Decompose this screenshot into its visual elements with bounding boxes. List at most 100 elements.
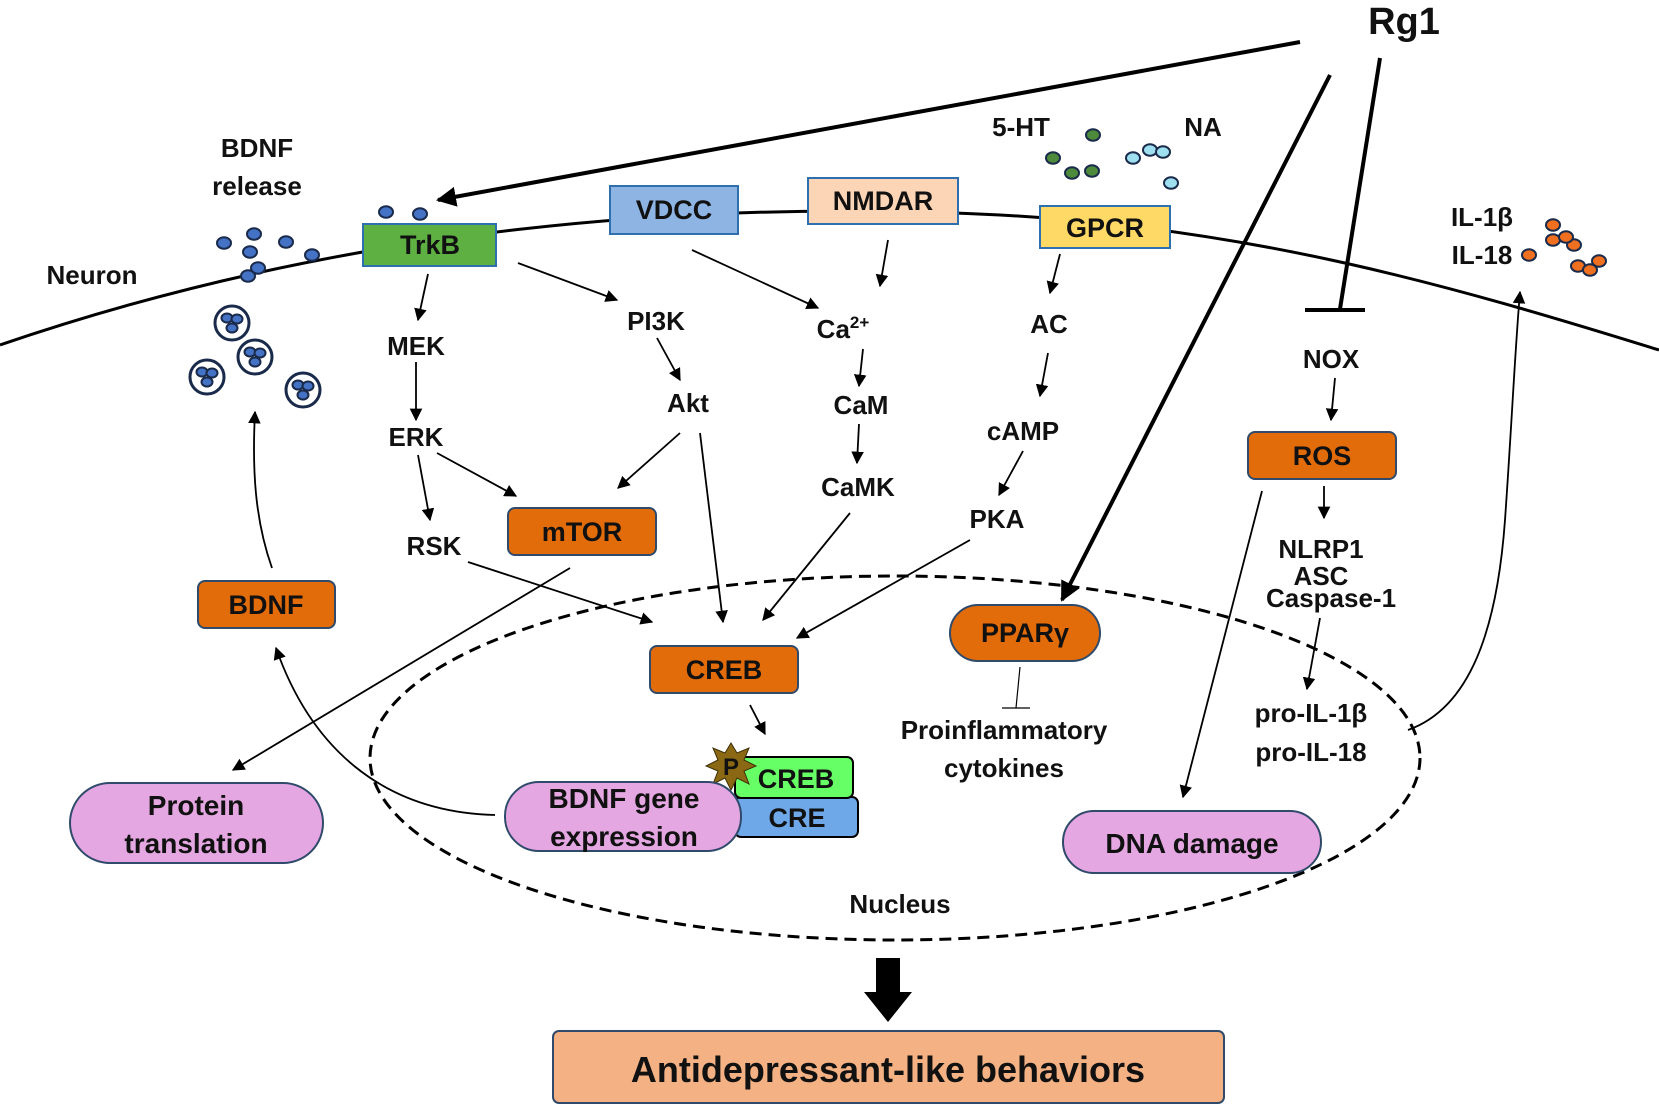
edge-vdcc-ca — [691, 249, 820, 309]
bdnf-vesicle-content-dot — [248, 356, 262, 368]
5ht-dot — [1085, 128, 1101, 142]
camk-label: CaMK — [821, 472, 895, 502]
il18-label: IL-18 — [1452, 240, 1513, 270]
na-label: NA — [1184, 112, 1222, 142]
ca-superscript: 2+ — [850, 313, 869, 332]
edge-rg1-trkb — [436, 40, 1301, 207]
pka-label: PKA — [970, 504, 1025, 534]
bdnf-vesicle-content-dot — [230, 313, 244, 325]
bdnf-released-dot — [250, 261, 266, 275]
edge-nox-ros — [1325, 377, 1339, 422]
bdnf-gene-expression-pill — [504, 781, 742, 852]
edge-trkb-mek — [414, 273, 429, 322]
edge-camk-creb — [762, 512, 851, 621]
mek-label: MEK — [387, 331, 445, 361]
ac-label: AC — [1030, 309, 1068, 339]
edge-bdnf-vesicles — [248, 410, 273, 569]
dna-damage-pill — [1062, 810, 1322, 874]
erk-label: ERK — [389, 422, 444, 452]
edge-rg1-nox-inhibit — [1338, 57, 1382, 310]
il-dot — [1545, 218, 1561, 232]
edge-camp-pka — [998, 450, 1024, 497]
vdcc-label: VDCC — [636, 195, 713, 225]
edge-ca-cam — [853, 348, 867, 388]
proinflammatory-label-2: cytokines — [944, 753, 1064, 783]
edge-pi3k-akt — [656, 337, 681, 382]
edge-gpcr-ac — [1046, 253, 1061, 295]
pi3k-label: PI3K — [627, 306, 685, 336]
na-dot — [1142, 143, 1158, 157]
phospho-label: P — [723, 754, 739, 781]
creb-box — [649, 645, 799, 694]
protein-translation-pill — [69, 782, 324, 864]
protein-translation-label-2: translation — [124, 828, 267, 859]
creb-bound-label: CREB — [758, 764, 835, 794]
bdnf-vesicle-content-dot — [301, 380, 315, 392]
5ht-dot — [1084, 164, 1100, 178]
nmdar-label: NMDAR — [833, 186, 934, 216]
il-dot — [1558, 230, 1574, 244]
edge-ppary-proinflammatory-inhibit — [1015, 666, 1021, 709]
bdnf-gene-label-1: BDNF gene — [549, 783, 700, 814]
bdnf-released-dot — [278, 235, 294, 249]
akt-label: Akt — [667, 388, 709, 418]
bdnf-release-label-1: BDNF — [221, 133, 293, 163]
edge-akt-mtor — [617, 432, 681, 489]
camp-label: cAMP — [987, 416, 1059, 446]
bdnf-vesicle-content-dot — [296, 389, 310, 401]
rsk-label: RSK — [407, 531, 462, 561]
edge-caspase-pro-il — [1302, 617, 1321, 691]
nucleus-to-outcome-arrow — [864, 958, 912, 1022]
cam-label: CaM — [834, 390, 889, 420]
molecule-dots — [188, 128, 1607, 409]
trkb-box — [362, 223, 497, 267]
ros-label: ROS — [1293, 441, 1352, 471]
ca-label: Ca2+ — [817, 313, 870, 344]
asc-label: ASC — [1294, 561, 1349, 591]
nucleus-label: Nucleus — [849, 889, 950, 919]
edge-creb-crecomplex — [749, 704, 766, 736]
mtor-box — [507, 507, 657, 556]
nucleus-envelope — [368, 574, 1422, 942]
bdnf-gene-label-2: expression — [550, 821, 698, 852]
bdnf-released-dot — [240, 269, 256, 283]
bdnf-released-dot — [242, 245, 258, 259]
mtor-label: mTOR — [542, 517, 623, 547]
rg1-label: Rg1 — [1368, 1, 1440, 43]
edge-ros-dna-damage — [1179, 490, 1263, 799]
cre-label: CRE — [768, 803, 825, 833]
pro-il1b-label: pro-IL-1β — [1255, 698, 1368, 728]
bdnf-vesicle-content-dot — [200, 376, 214, 388]
creb-label: CREB — [686, 655, 763, 685]
gpcr-label: GPCR — [1066, 213, 1144, 243]
edge-trkb-pi3k — [517, 262, 619, 302]
ppary-box — [949, 604, 1101, 662]
edge-gene-bdnf — [273, 646, 496, 816]
ros-box — [1247, 431, 1397, 480]
edge-nmdar-ca — [875, 239, 889, 288]
proinflammatory-label-1: Proinflammatory — [901, 715, 1108, 745]
5ht-dot — [1064, 166, 1080, 180]
edge-pro-il-secretion — [1407, 290, 1526, 731]
edge-pka-creb — [795, 539, 971, 639]
bdnf-vesicle-content-dot — [225, 322, 239, 334]
edge-erk-mtor — [436, 452, 518, 497]
vdcc-box — [609, 185, 739, 235]
nlrp1-label: NLRP1 — [1278, 534, 1363, 564]
edge-erk-rsk — [417, 454, 435, 522]
nox-label: NOX — [1303, 344, 1360, 374]
bdnf-box — [197, 580, 336, 629]
five-ht-label: 5-HT — [992, 112, 1050, 142]
edge-mtor-protein-translation — [231, 567, 571, 771]
bdnf-bound-dot — [412, 207, 428, 221]
caspase1-label: Caspase-1 — [1266, 583, 1396, 613]
outcome-label: Antidepressant-like behaviors — [631, 1049, 1145, 1090]
outcome-box — [552, 1030, 1225, 1104]
pro-il18-label: pro-IL-18 — [1255, 737, 1366, 767]
il-dot — [1521, 248, 1537, 262]
trkb-label: TrkB — [400, 230, 460, 260]
bdnf-release-label-2: release — [212, 171, 302, 201]
il1b-label: IL-1β — [1451, 202, 1513, 232]
protein-translation-label-1: Protein — [148, 790, 244, 821]
